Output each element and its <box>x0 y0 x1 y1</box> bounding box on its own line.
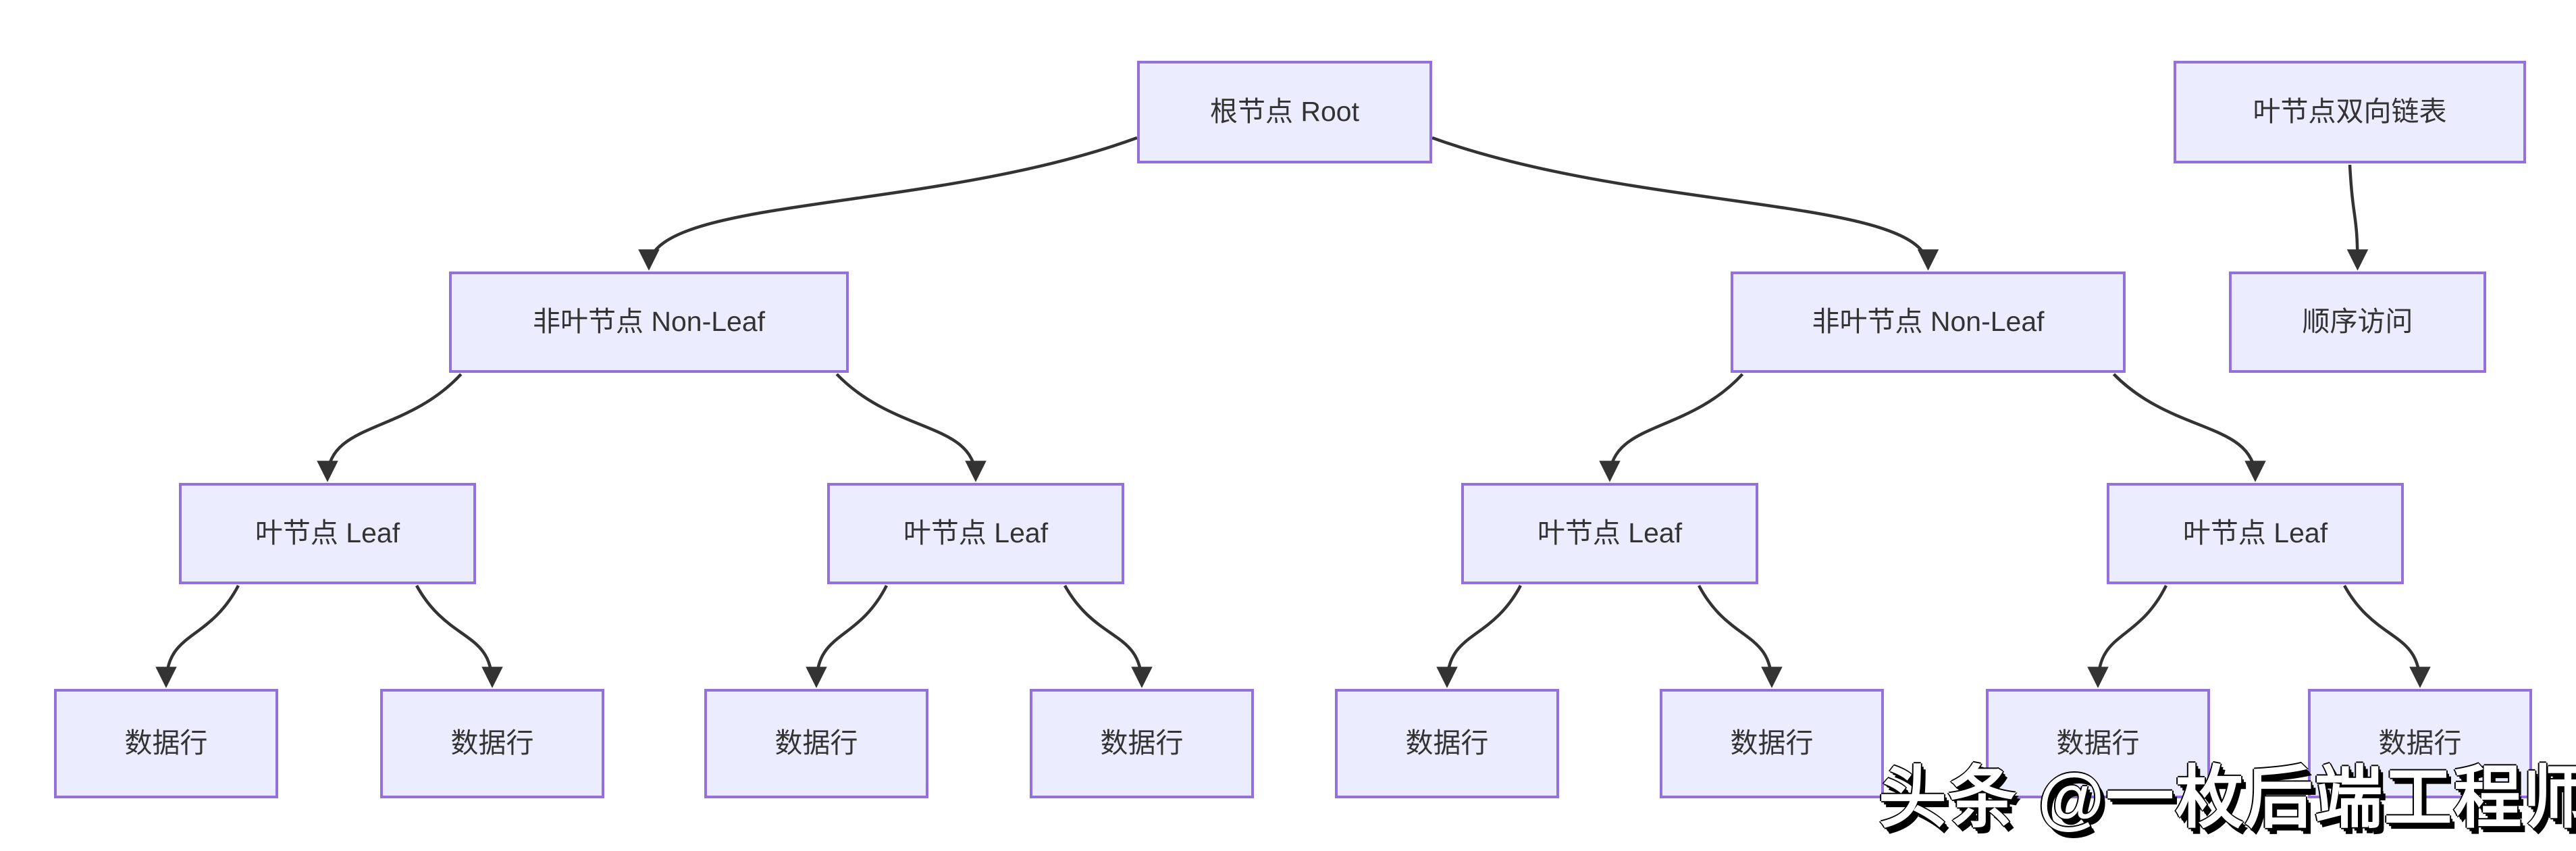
edge-leaf4-to-row7 <box>2087 584 2168 688</box>
edge-leaf1-to-row2 <box>415 584 503 688</box>
node-nonleaf-right: 非叶节点 Non-Leaf <box>1731 272 2126 373</box>
node-row8: 数据行 <box>2308 689 2532 798</box>
node-row6: 数据行 <box>1660 689 1884 798</box>
node-leaf-chain: 叶节点双向链表 <box>2174 61 2526 163</box>
edge-root-to-nonleaf-right <box>1431 136 1939 271</box>
node-leaf3: 叶节点 Leaf <box>1461 483 1758 584</box>
node-row3: 数据行 <box>704 689 928 798</box>
edge-leaf1-to-row1 <box>155 584 240 688</box>
node-root: 根节点 Root <box>1137 61 1432 163</box>
node-nonleaf-left: 非叶节点 Non-Leaf <box>449 272 849 373</box>
node-row1: 数据行 <box>54 689 278 798</box>
node-row5: 数据行 <box>1335 689 1559 798</box>
node-leaf4: 叶节点 Leaf <box>2107 483 2404 584</box>
watermark-text: 头条 @一枚后端工程师 <box>1878 760 2576 836</box>
node-seq-access: 顺序访问 <box>2229 272 2486 373</box>
edge-nonleaf-right-to-leaf3 <box>1599 373 1744 482</box>
edge-nonleaf-right-to-leaf4 <box>2112 373 2266 482</box>
node-leaf2: 叶节点 Leaf <box>827 483 1124 584</box>
node-row2: 数据行 <box>380 689 604 798</box>
edge-leaf-chain-to-seq-access <box>2346 164 2369 271</box>
edge-leaf2-to-row4 <box>1063 584 1153 688</box>
edge-leaf4-to-row8 <box>2343 584 2431 688</box>
edge-nonleaf-left-to-leaf1 <box>317 373 463 482</box>
node-row7: 数据行 <box>1986 689 2210 798</box>
edge-leaf3-to-row6 <box>1698 584 1783 688</box>
edge-leaf2-to-row3 <box>806 584 889 688</box>
node-leaf1: 叶节点 Leaf <box>179 483 476 584</box>
node-row4: 数据行 <box>1030 689 1254 798</box>
edge-root-to-nonleaf-left <box>638 136 1138 271</box>
edge-nonleaf-left-to-leaf2 <box>835 373 987 482</box>
edge-leaf3-to-row5 <box>1436 584 1522 688</box>
